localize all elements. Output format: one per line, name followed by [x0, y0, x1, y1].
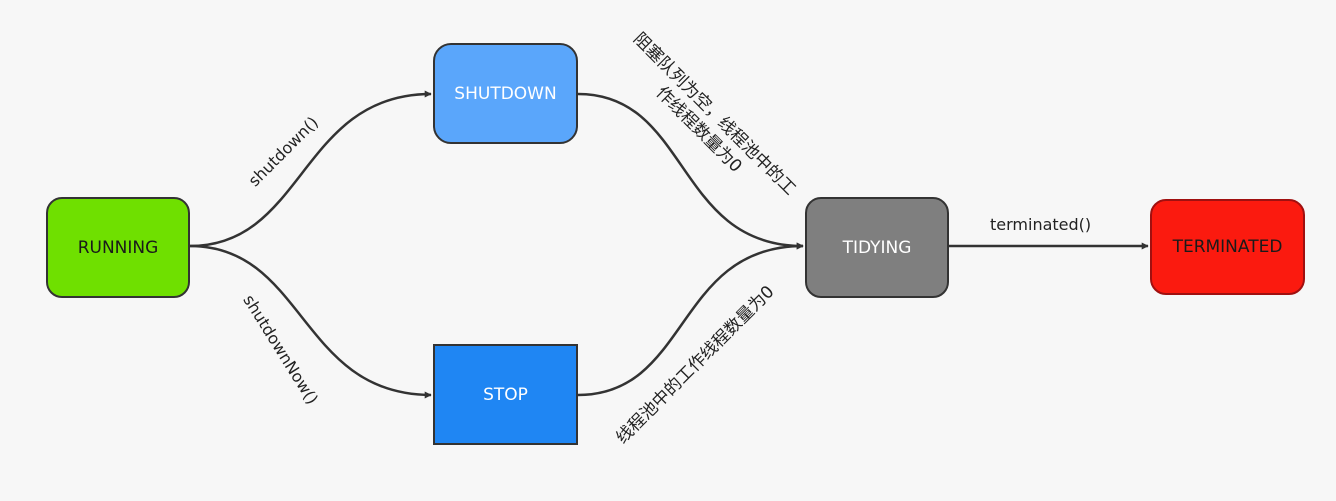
state-stop-label: STOP — [483, 384, 528, 405]
state-shutdown: SHUTDOWN — [433, 43, 578, 144]
edge-running-to-shutdown — [189, 90, 432, 248]
state-terminated: TERMINATED — [1150, 199, 1305, 295]
state-running: RUNNING — [46, 197, 190, 298]
state-tidying: TIDYING — [805, 197, 949, 298]
edge-shutdown-to-tidying — [577, 92, 804, 250]
edge-stop-to-tidying — [577, 242, 804, 397]
edge-label-terminated: terminated() — [990, 215, 1092, 234]
edge-running-to-stop — [189, 244, 432, 399]
state-tidying-label: TIDYING — [842, 237, 912, 258]
state-stop: STOP — [433, 344, 578, 445]
state-running-label: RUNNING — [77, 237, 159, 258]
state-terminated-label: TERMINATED — [1172, 237, 1283, 257]
state-shutdown-label: SHUTDOWN — [454, 83, 557, 104]
